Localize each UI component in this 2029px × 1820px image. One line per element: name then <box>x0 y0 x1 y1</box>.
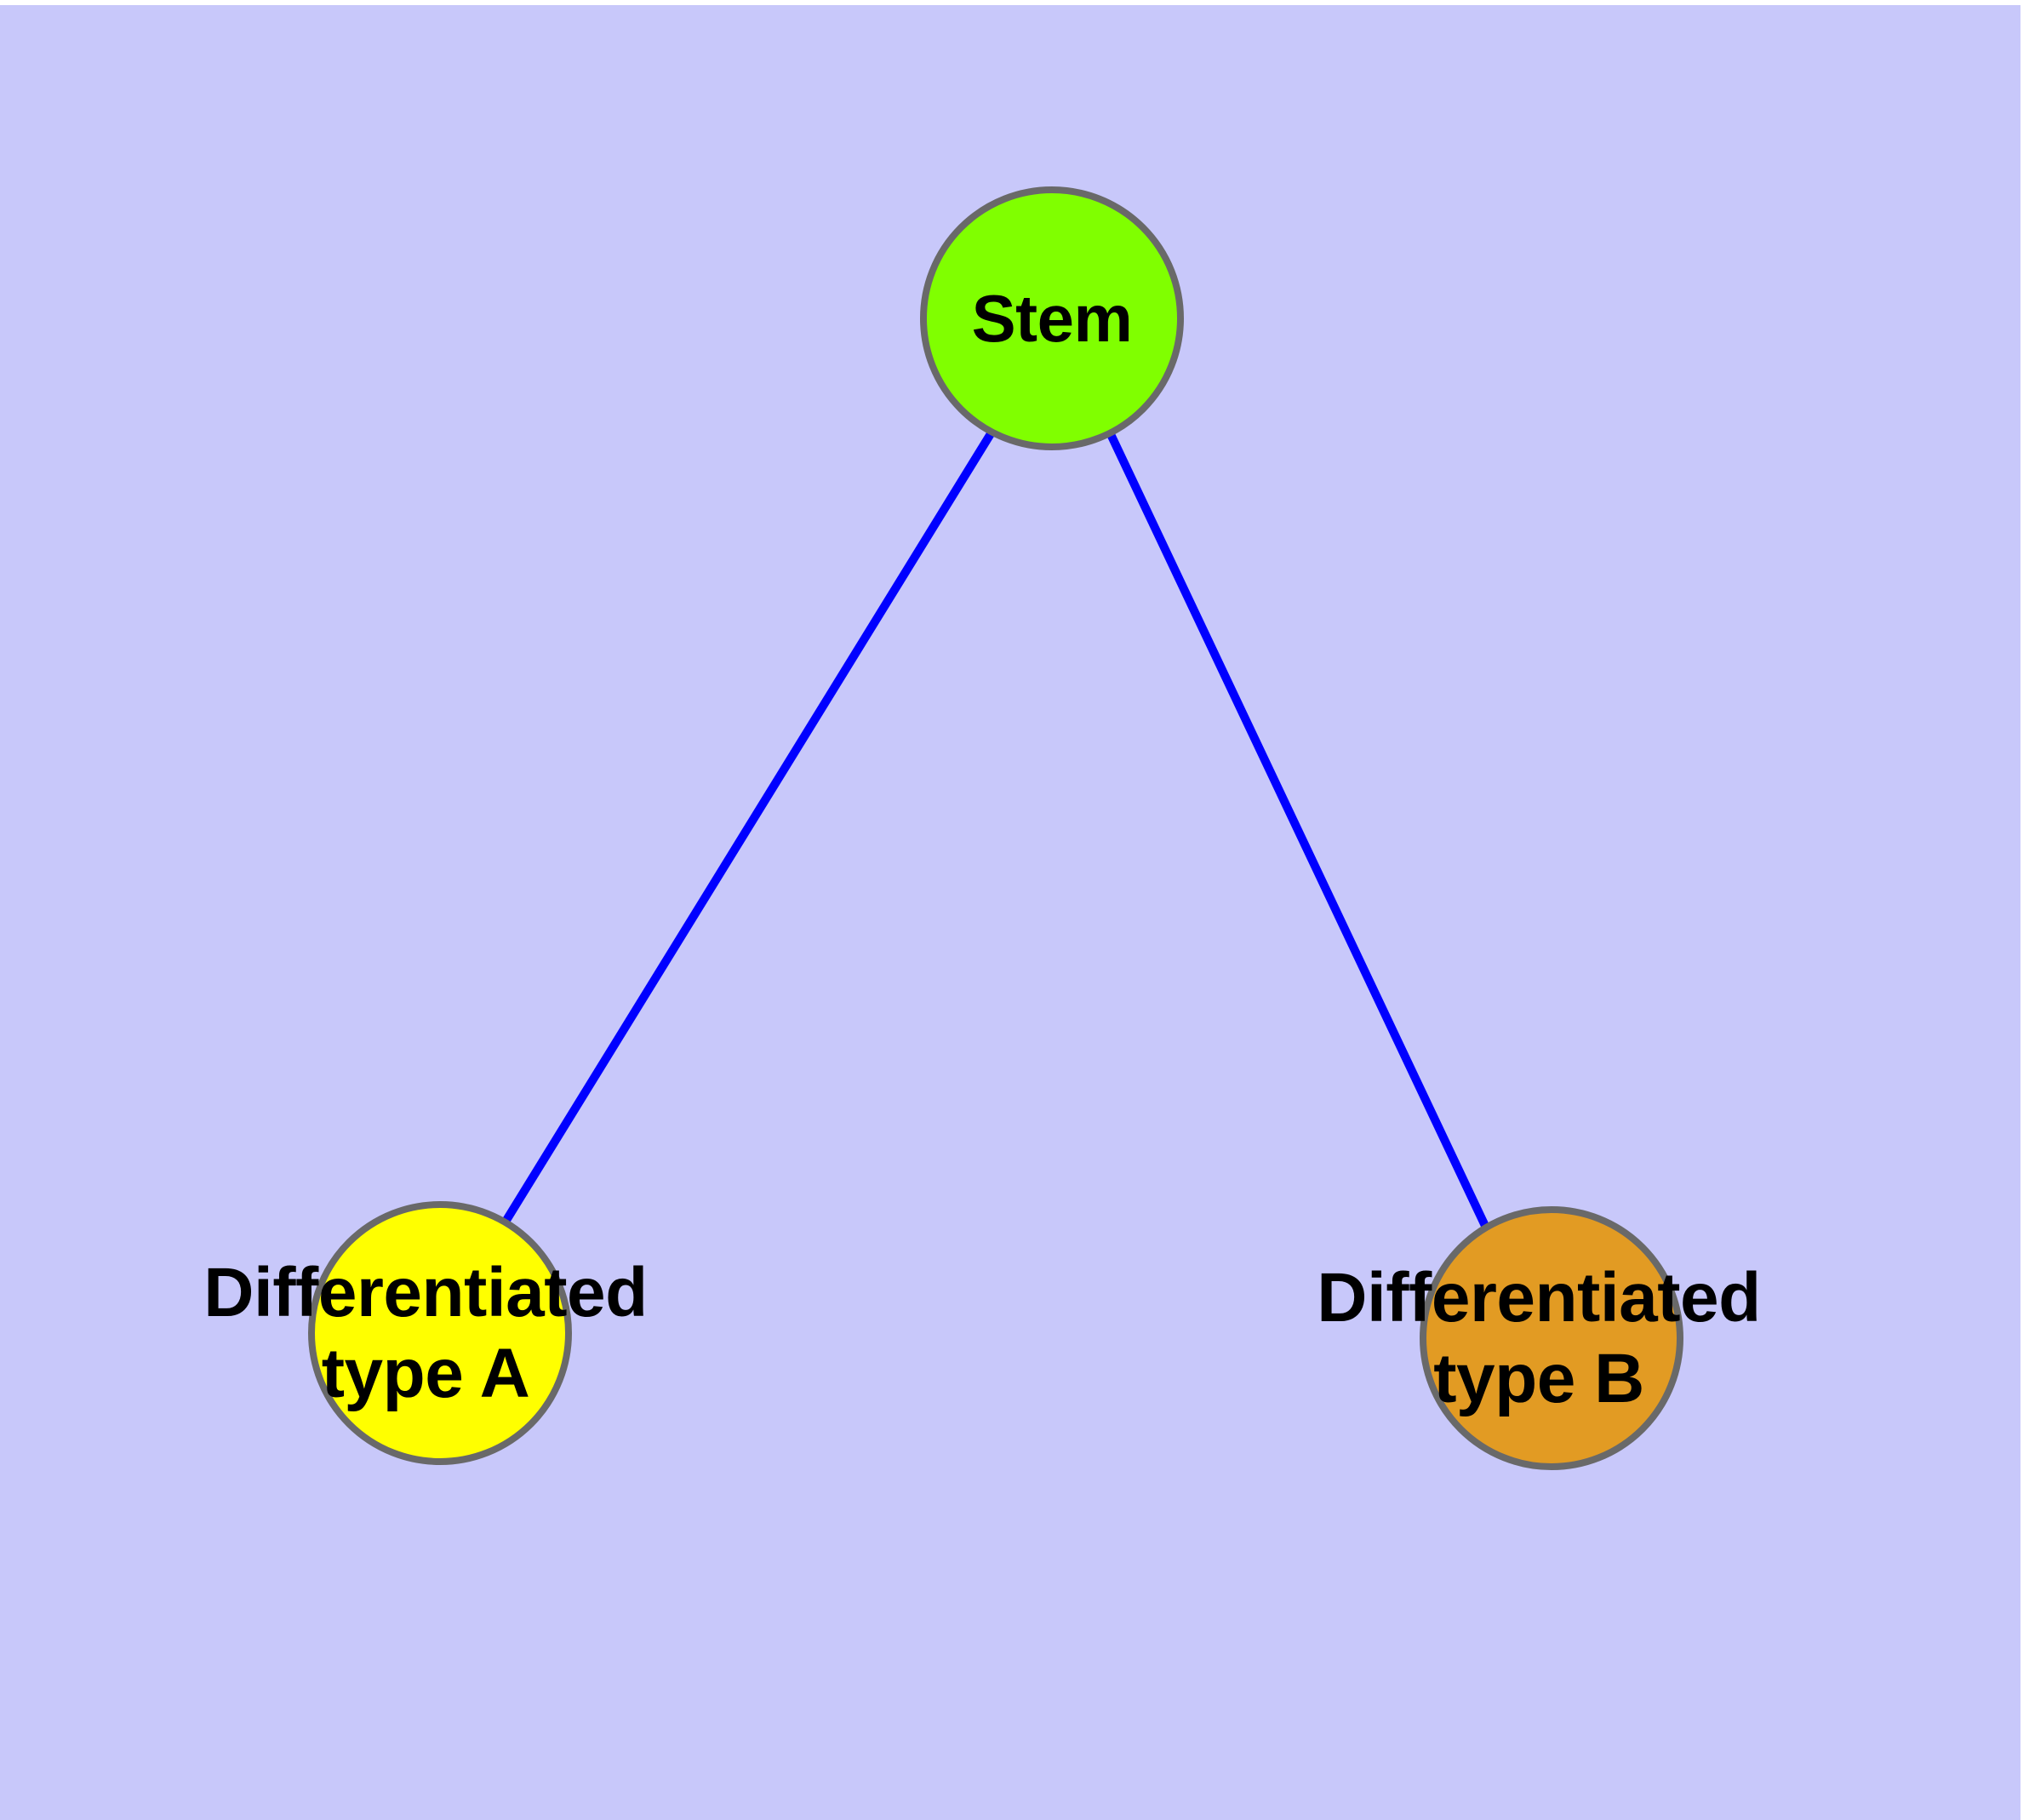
edge-stem-to-differentiated-type-b[interactable] <box>1106 430 1489 1228</box>
node-differentiated-type-a[interactable] <box>308 1201 572 1465</box>
node-layer <box>308 186 1683 1470</box>
node-stem[interactable] <box>920 186 1184 450</box>
node-differentiated-type-b[interactable] <box>1420 1206 1683 1470</box>
edge-layer <box>501 430 1489 1228</box>
edge-stem-to-differentiated-type-a[interactable] <box>501 430 996 1224</box>
